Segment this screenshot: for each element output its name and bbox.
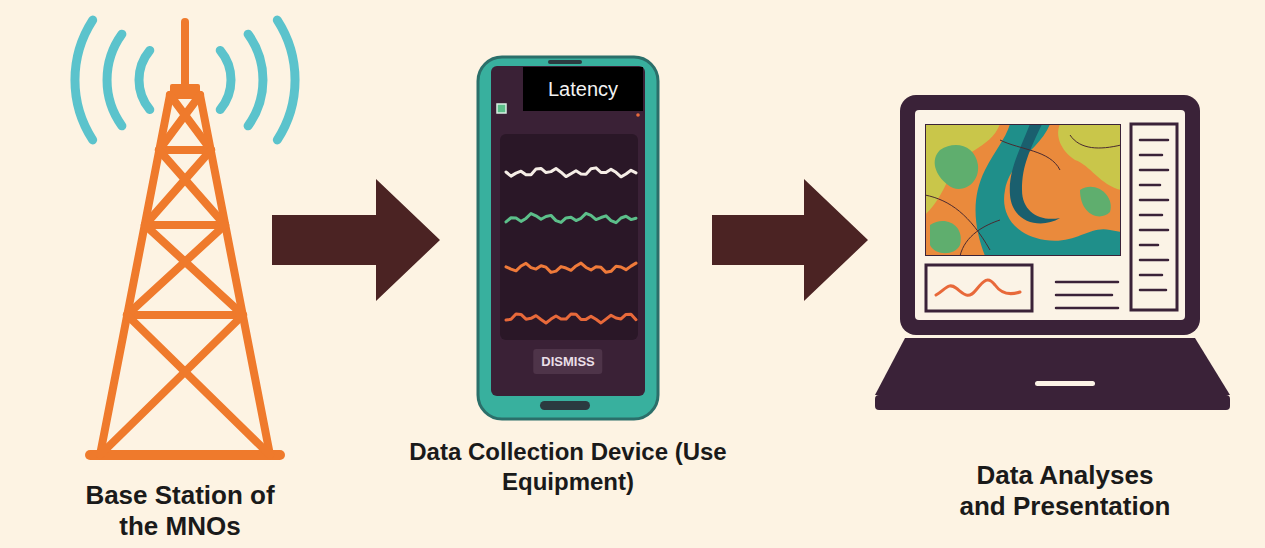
laptop-icon <box>875 395 1230 410</box>
screen-title: Latency <box>523 67 643 111</box>
sidebar-lines <box>1140 229 1168 232</box>
base-station-node: Base Station of the MNOs <box>95 20 265 460</box>
tower-icon <box>159 146 211 154</box>
phone-icon <box>497 104 506 113</box>
tower-icon <box>127 311 243 319</box>
sidebar-lines <box>1140 140 1168 290</box>
tower-icon <box>90 22 280 455</box>
signal-waves <box>277 20 295 140</box>
node-caption: Data Collection Device (Use Equipment) <box>408 437 728 497</box>
sidebar-lines <box>1140 154 1162 157</box>
tower-icon <box>127 225 225 315</box>
map-graphic <box>1010 124 1060 223</box>
signal-waves <box>107 34 122 126</box>
laptop-icon <box>1056 282 1118 308</box>
waveform <box>506 263 636 272</box>
tower-icon <box>127 315 270 455</box>
laptop-node: Data Analyses and Presentation <box>890 95 1240 415</box>
phone-icon <box>540 401 590 410</box>
tower-icon <box>181 22 189 92</box>
tower-icon <box>145 150 211 225</box>
node-caption: Base Station of the MNOs <box>85 480 275 542</box>
phone-icon <box>491 66 645 396</box>
laptop-icon <box>926 265 1032 311</box>
waveform <box>506 168 636 177</box>
phone-node: LatencyDISMISSData Collection Device (Us… <box>478 57 658 419</box>
sidebar-lines <box>1140 274 1162 277</box>
laptop-icon <box>1056 281 1118 284</box>
laptop-icon <box>875 338 1230 395</box>
tower-icon <box>159 150 225 225</box>
phone-icon <box>548 60 582 64</box>
map-graphic <box>976 124 1121 256</box>
sidebar-lines <box>1140 214 1162 217</box>
map-graphic <box>930 221 961 253</box>
node-caption: Data Analyses and Presentation <box>952 460 1178 522</box>
sidebar-lines <box>1140 289 1166 292</box>
laptop-icon <box>1056 307 1118 310</box>
map-graphic <box>925 124 1121 256</box>
sidebar-lines <box>1140 259 1168 262</box>
phone-icon <box>478 57 658 419</box>
map-graphic <box>1058 124 1121 190</box>
tower-icon <box>90 450 280 460</box>
laptop-icon <box>936 280 1020 295</box>
laptop-icon <box>900 95 1200 335</box>
signal-waves <box>75 20 295 140</box>
block-arrow <box>712 179 868 301</box>
tower-icon <box>145 225 243 315</box>
signal-waves <box>139 50 150 109</box>
laptop-icon <box>915 110 1185 320</box>
tower-icon <box>145 221 225 229</box>
waveform <box>506 314 636 323</box>
sidebar-lines <box>1140 139 1168 142</box>
signal-waves <box>248 34 263 126</box>
signal-waves <box>220 50 231 109</box>
waveform <box>506 213 636 222</box>
sidebar-lines <box>1140 169 1168 172</box>
sidebar-lines <box>1140 244 1158 247</box>
laptop-icon <box>875 95 1230 410</box>
laptop-icon <box>1131 124 1177 310</box>
laptop-icon <box>1056 294 1112 297</box>
signal-waves <box>75 20 93 140</box>
map-graphic <box>925 124 1121 256</box>
laptop-icon <box>1035 381 1095 386</box>
map-graphic <box>1080 187 1111 217</box>
tower-icon <box>100 315 243 455</box>
phone-icon <box>478 57 658 419</box>
tower-icon <box>159 95 200 150</box>
sidebar-lines <box>1140 184 1160 187</box>
dismiss-button: DISMISS <box>533 349 602 374</box>
phone-icon <box>636 113 640 117</box>
phone-icon <box>500 134 638 340</box>
sidebar-lines <box>1140 199 1168 202</box>
latency-waveforms <box>506 168 636 323</box>
map-graphic <box>935 145 978 189</box>
block-arrow <box>272 179 440 301</box>
map-graphic <box>925 135 1121 256</box>
map-graphic <box>925 124 1121 256</box>
